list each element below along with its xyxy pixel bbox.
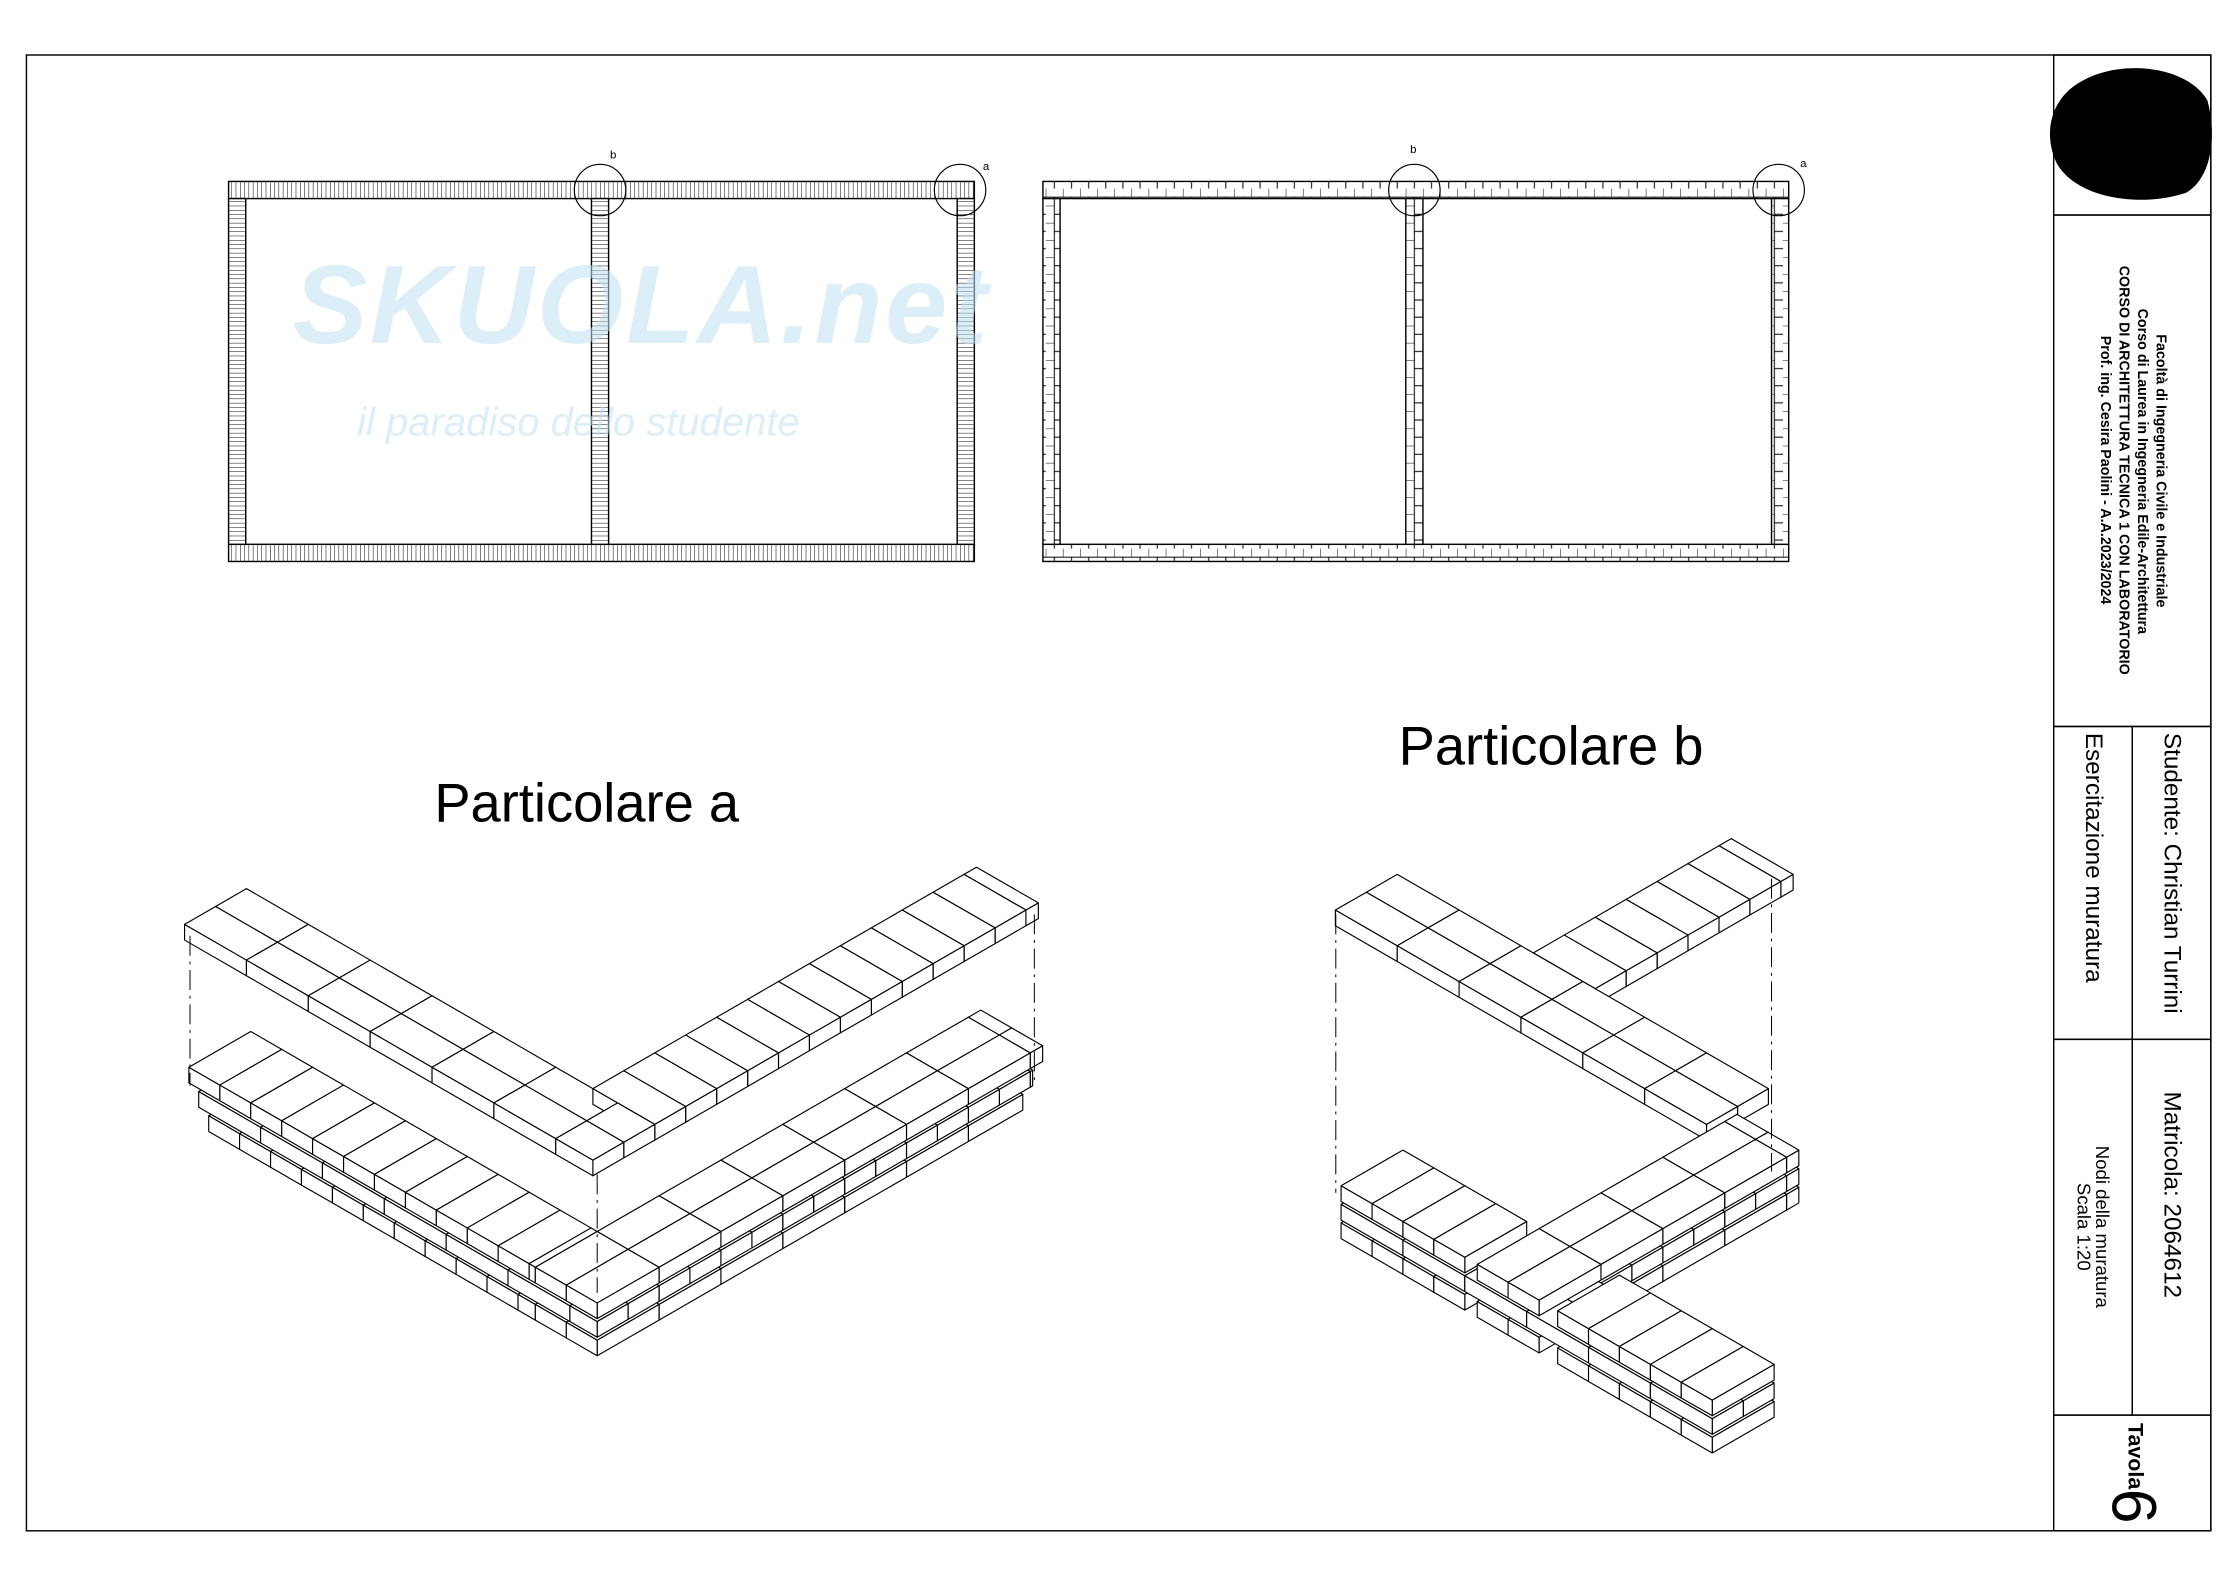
detail-callout-a bbox=[1752, 163, 1805, 217]
wall-right bbox=[956, 197, 976, 546]
detail-a-top-course bbox=[184, 866, 1039, 1177]
matricola-cell: Matricola: 2064612 bbox=[2131, 1038, 2212, 1416]
wall-top bbox=[227, 180, 976, 200]
wall-right bbox=[1770, 197, 1790, 546]
detail-b-drawing bbox=[1334, 838, 1800, 1454]
exercise-title: Esercitazione muratura bbox=[2080, 732, 2108, 983]
detail-a-title: Particolare a bbox=[434, 774, 740, 835]
wall-bottom bbox=[1042, 543, 1790, 563]
subject: Nodi della muratura bbox=[2091, 1146, 2113, 1309]
plan-a-node-b-label: b bbox=[610, 150, 616, 162]
tavola-cell: Tavola 6 bbox=[2052, 1414, 2212, 1532]
wall-top bbox=[1042, 180, 1790, 200]
brick bbox=[1433, 1203, 1528, 1274]
brick-face bbox=[1433, 1203, 1528, 1258]
detail-b-lower-courses bbox=[1340, 1113, 1800, 1454]
floor-plans bbox=[227, 163, 1805, 563]
plan-a-node-a-label: a bbox=[983, 161, 990, 173]
header-line: Corso di Laurea in Ingegneria Edile-Arch… bbox=[2133, 307, 2150, 634]
brick-face bbox=[1680, 1345, 1775, 1401]
detail-callout-b bbox=[1388, 163, 1441, 217]
wall-left bbox=[227, 197, 247, 546]
redaction-blob bbox=[2049, 68, 2212, 200]
tavola-label: Tavola bbox=[2122, 1422, 2148, 1489]
scale: Scala 1:20 bbox=[2072, 1183, 2095, 1272]
plan-b-node-b-label: b bbox=[1410, 144, 1416, 156]
plan-header-bond bbox=[227, 163, 987, 563]
watermark-tagline: il paradiso dello studente bbox=[357, 400, 800, 445]
header-line: Prof. ing. Cesira Paolini - A.A.2023/202… bbox=[2096, 336, 2113, 606]
tavola-number: 6 bbox=[2097, 1488, 2168, 1524]
exercise-cell: Esercitazione muratura bbox=[2052, 725, 2133, 1041]
detail-a-drawing bbox=[184, 866, 1044, 1357]
brick-face bbox=[565, 1248, 660, 1304]
subject-block: Nodi della muratura Scala 1:20 bbox=[2072, 1146, 2113, 1309]
header-cell: Facoltà di Ingegneria Civile e Industria… bbox=[2052, 214, 2212, 728]
detail-callout-b bbox=[573, 163, 627, 217]
brick-face bbox=[1644, 1070, 1739, 1125]
brick bbox=[1507, 1245, 1602, 1317]
isometric-details bbox=[184, 838, 1800, 1454]
header-line: CORSO DI ARCHITETTURA TECNICA 1 CON LABO… bbox=[2115, 266, 2131, 676]
detail-b-title: Particolare b bbox=[1398, 717, 1704, 778]
brick bbox=[1680, 1345, 1775, 1417]
student-cell: Studente: Christian Turrini bbox=[2131, 725, 2212, 1041]
wall-middle bbox=[590, 197, 610, 546]
brick bbox=[565, 1248, 660, 1320]
detail-b-top-course bbox=[1334, 838, 1794, 1141]
detail-a-lower-courses bbox=[188, 1009, 1044, 1357]
header-line: Facoltà di Ingegneria Civile e Industria… bbox=[2152, 334, 2168, 608]
detail-callout-a bbox=[933, 163, 987, 217]
watermark-brand: SKUOLA.net bbox=[292, 241, 991, 368]
plan-b-node-a-label: a bbox=[1800, 158, 1807, 170]
subject-cell: Nodi della muratura Scala 1:20 bbox=[2052, 1038, 2133, 1416]
brick-face bbox=[555, 1120, 625, 1161]
wall-middle bbox=[1405, 197, 1424, 546]
matricola: Matricola: 2064612 bbox=[2158, 1091, 2186, 1299]
plan-stretcher-bond bbox=[1042, 163, 1805, 563]
wall-bottom bbox=[227, 543, 976, 563]
student-name: Studente: Christian Turrini bbox=[2158, 732, 2186, 1014]
institution-header: Facoltà di Ingegneria Civile e Industria… bbox=[2095, 266, 2169, 675]
brick bbox=[555, 1120, 625, 1177]
logo-cell bbox=[2052, 54, 2212, 216]
wall-left bbox=[1042, 197, 1061, 546]
brick-face bbox=[1507, 1245, 1602, 1301]
